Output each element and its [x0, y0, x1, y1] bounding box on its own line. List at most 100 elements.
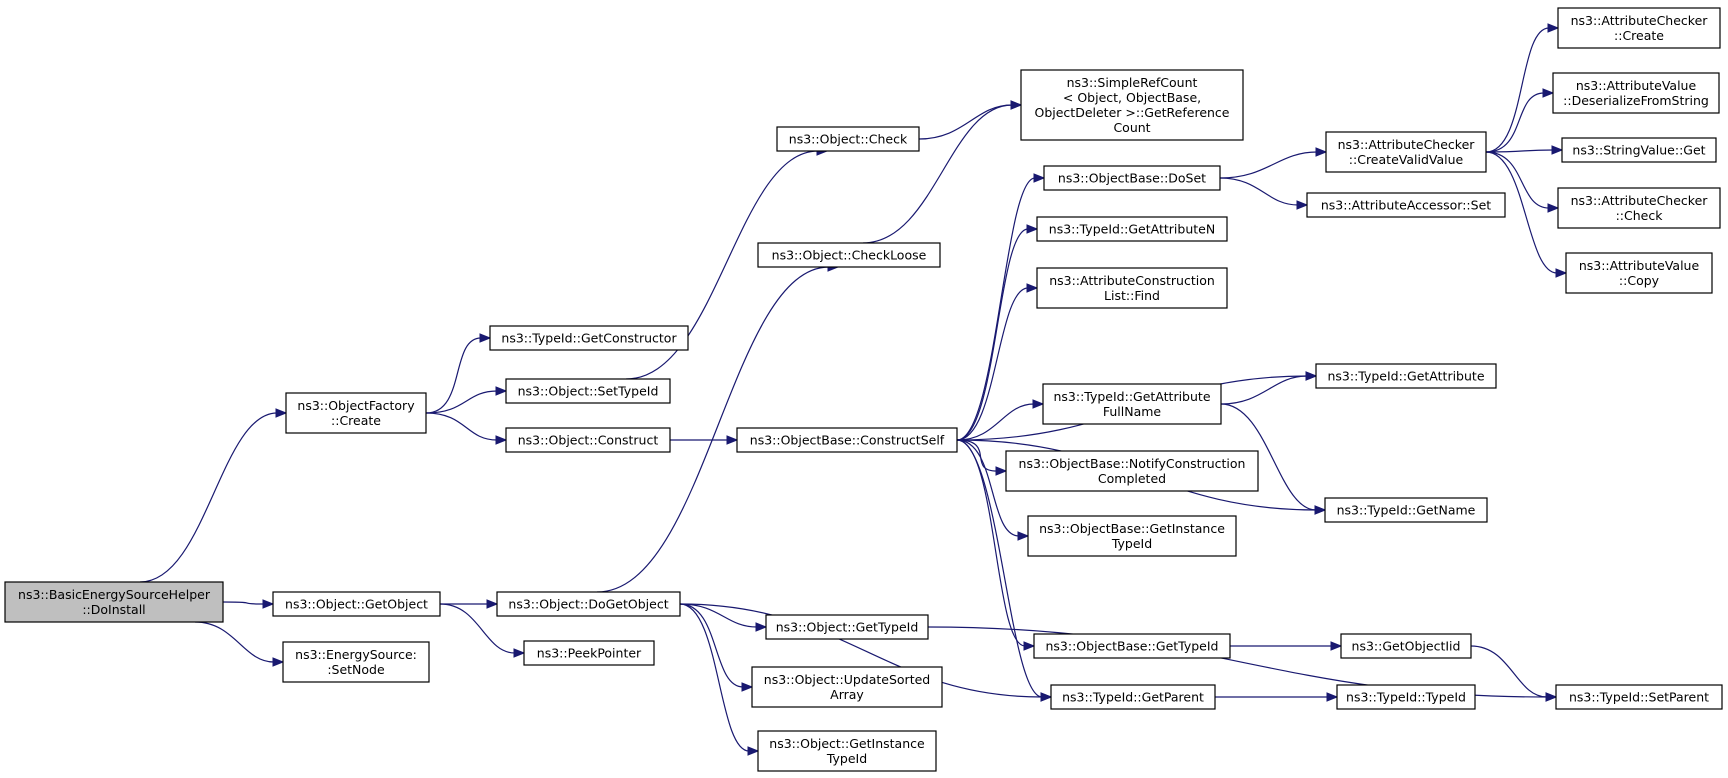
node-sv_get[interactable]: ns3::StringValue::Get [1561, 137, 1717, 163]
node-obj_checkloose[interactable]: ns3::Object::CheckLoose [757, 242, 941, 268]
node-box [1043, 165, 1221, 191]
node-label: ns3::ObjectBase::NotifyConstruction [1019, 456, 1246, 471]
call-edge-obj_checkloose-to-refcount [862, 100, 1023, 244]
call-edge-ob_doset-to-aa_set [1219, 177, 1309, 210]
call-edge-ob_constructself-to-tid_getparent [956, 439, 1053, 702]
edge-line [679, 603, 750, 752]
node-ob_constructself[interactable]: ns3::ObjectBase::ConstructSelf [736, 427, 958, 453]
call-edge-ac_createvalid-to-av_copy [1485, 151, 1568, 278]
node-refcount[interactable]: ns3::SimpleRefCount< Object, ObjectBase,… [1020, 69, 1244, 141]
edge-line [679, 603, 1043, 698]
node-ac_check[interactable]: ns3::AttributeChecker::Check [1557, 187, 1721, 229]
node-tid_getname[interactable]: ns3::TypeId::GetName [1324, 497, 1488, 523]
node-label: ns3::Object::DoGetObject [508, 597, 668, 612]
call-edge-ob_constructself-to-acl_find [956, 283, 1039, 441]
node-label: ns3::ObjectFactory [297, 398, 415, 413]
node-box [757, 730, 937, 772]
node-aa_set[interactable]: ns3::AttributeAccessor::Set [1306, 192, 1506, 218]
node-obj_gettypeid[interactable]: ns3::Object::GetTypeId [765, 614, 929, 640]
node-getobject[interactable]: ns3::Object::GetObject [272, 591, 441, 617]
arrowhead-icon [995, 466, 1008, 476]
edge-line [956, 177, 1036, 441]
node-peekpointer[interactable]: ns3::PeekPointer [523, 640, 655, 666]
node-es_setnode[interactable]: ns3::EnergySource::SetNode [282, 641, 430, 683]
arrowhead-icon [272, 657, 285, 667]
node-obj_settypeid[interactable]: ns3::Object::SetTypeId [505, 378, 671, 404]
edge-line [1219, 151, 1318, 179]
node-tid_getparent[interactable]: ns3::TypeId::GetParent [1050, 684, 1216, 710]
node-obj_construct[interactable]: ns3::Object::Construct [505, 427, 671, 453]
node-label: ns3::PeekPointer [537, 646, 642, 661]
edge-line [862, 104, 1013, 244]
arrowhead-icon [275, 408, 288, 418]
arrowhead-icon [1315, 147, 1328, 157]
node-label: Completed [1098, 471, 1166, 486]
node-ob_notify[interactable]: ns3::ObjectBase::NotifyConstructionCompl… [1005, 450, 1259, 492]
node-ac_createvalid[interactable]: ns3::AttributeChecker::CreateValidValue [1325, 131, 1487, 173]
node-box [1033, 633, 1231, 659]
node-objfac_create[interactable]: ns3::ObjectFactory::Create [285, 392, 427, 434]
node-av_copy[interactable]: ns3::AttributeValue::Copy [1565, 252, 1713, 294]
edge-line [139, 412, 278, 583]
node-label: ns3::StringValue::Get [1572, 143, 1705, 158]
edge-line [1470, 645, 1548, 698]
node-label: ns3::Object::CheckLoose [772, 248, 927, 263]
node-dogetobject[interactable]: ns3::Object::DoGetObject [496, 591, 681, 617]
node-typeid_getctor[interactable]: ns3::TypeId::GetConstructor [489, 325, 689, 351]
call-edge-ac_createvalid-to-ac_check [1485, 151, 1560, 213]
call-edge-root-to-objfac_create [139, 408, 288, 583]
arrowhead-icon [1026, 283, 1039, 293]
node-box [1552, 72, 1720, 114]
node-obj_check[interactable]: ns3::Object::Check [776, 126, 920, 152]
call-edge-getobject-to-dogetobject [440, 599, 499, 609]
node-label: ns3::Object::GetObject [285, 597, 428, 612]
node-box [1315, 363, 1497, 389]
node-box [1020, 69, 1244, 141]
node-box [765, 614, 929, 640]
call-edge-getobjectiid-to-tid_setparent [1470, 645, 1558, 702]
node-av_deser[interactable]: ns3::AttributeValue::DeserializeFromStri… [1552, 72, 1720, 114]
node-label: ns3::AttributeConstruction [1049, 273, 1215, 288]
edge-line [1485, 149, 1554, 153]
node-label: ns3::AttributeValue [1579, 258, 1700, 273]
node-tid_setparent[interactable]: ns3::TypeId::SetParent [1555, 684, 1723, 710]
arrowhead-icon [1555, 268, 1568, 278]
node-label: ns3::TypeId::SetParent [1569, 690, 1709, 705]
node-label: FullName [1103, 404, 1162, 419]
node-label: ns3::ObjectBase::ConstructSelf [750, 433, 945, 448]
node-label: ns3::EnergySource: [295, 647, 417, 662]
edge-line [956, 439, 1043, 698]
node-label: ns3::ObjectBase::GetInstance [1039, 521, 1225, 536]
node-label: ns3::SimpleRefCount [1067, 75, 1198, 90]
call-edge-ac_createvalid-to-av_deser [1485, 88, 1555, 153]
node-ob_doset[interactable]: ns3::ObjectBase::DoSet [1043, 165, 1221, 191]
node-root[interactable]: ns3::BasicEnergySourceHelper::DoInstall [4, 581, 224, 623]
call-edge-ac_createvalid-to-ac_create [1485, 23, 1560, 153]
arrowhead-icon [479, 333, 492, 343]
node-label: ns3::TypeId::GetConstructor [501, 331, 677, 346]
edge-line [596, 266, 830, 593]
node-ac_create[interactable]: ns3::AttributeChecker::Create [1557, 7, 1721, 49]
arrowhead-icon [755, 622, 768, 632]
node-label: ns3::AttributeChecker [1338, 137, 1476, 152]
node-tid_typeid[interactable]: ns3::TypeId::TypeId [1336, 684, 1476, 710]
arrowhead-icon [747, 746, 760, 756]
node-box [1561, 137, 1717, 163]
node-label: ns3::Object::Check [789, 132, 908, 147]
edge-line [956, 287, 1029, 441]
node-getobjectiid[interactable]: ns3::GetObjectIid [1340, 633, 1472, 659]
node-label: ns3::Object::SetTypeId [518, 384, 659, 399]
node-tid_getattrn[interactable]: ns3::TypeId::GetAttributeN [1036, 216, 1228, 242]
node-ob_gettypeid[interactable]: ns3::ObjectBase::GetTypeId [1033, 633, 1231, 659]
node-tid_getattr[interactable]: ns3::TypeId::GetAttribute [1315, 363, 1497, 389]
node-label: ns3::TypeId::GetName [1337, 503, 1476, 518]
node-box [1557, 187, 1721, 229]
edge-line [679, 603, 744, 688]
node-label: ns3::ObjectBase::DoSet [1058, 171, 1206, 186]
